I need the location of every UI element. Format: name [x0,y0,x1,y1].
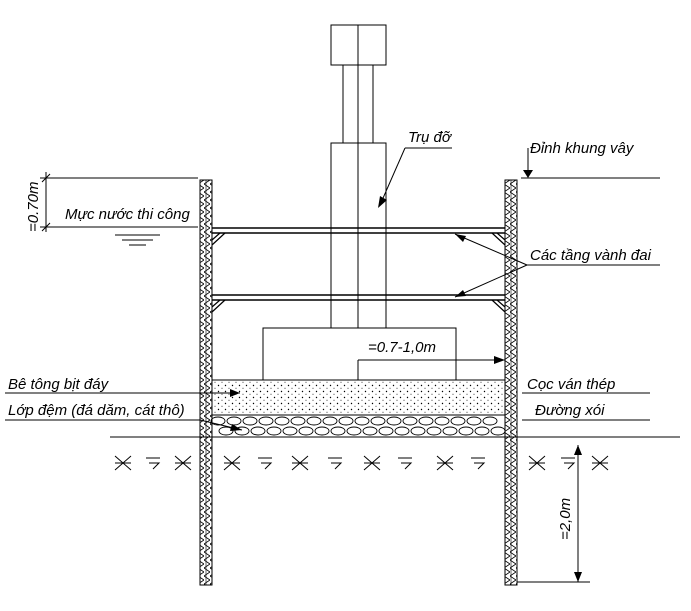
gravel-stone [250,426,266,436]
seal-concrete-layer [211,379,506,416]
soil-mark [223,455,241,471]
label-dim-070: =0.70m [25,182,42,232]
gravel-cushion-layer [210,414,506,438]
gravel-stone [314,426,330,436]
gravel-stone [450,416,466,426]
gravel-stone [306,416,322,426]
support-pier [330,24,387,329]
gravel-stone [266,426,282,436]
dimension-20 [517,445,590,583]
soil-mark [436,455,454,471]
gravel-stone [482,416,498,426]
label-cac-tang-vanh-dai: Các tầng vành đai [530,247,652,264]
waling-tier-lower [211,294,506,313]
label-lop-dem: Lớp đệm (đá dăm, cát thô) [8,402,185,419]
gravel-stone [218,426,234,436]
soil-tick [146,457,161,470]
gravel-stone [282,426,298,436]
right-sheet-pile [504,179,518,586]
cofferdam-top-marker [521,148,660,179]
gravel-stone [338,416,354,426]
soil-mark [363,455,381,471]
soil-tick [328,457,343,470]
waling-tier-upper [211,227,506,246]
left-sheet-pile [199,179,213,586]
soil-tick [561,457,576,470]
gravel-stone [474,426,490,436]
soil-tick [258,457,273,470]
gravel-stone [330,426,346,436]
leader-vanh-dai [454,233,660,298]
gravel-stone [394,426,410,436]
gravel-stone [426,426,442,436]
gravel-stone [378,426,394,436]
gravel-stone [346,426,362,436]
soil-mark [174,455,192,471]
offset-dimension [357,356,505,380]
label-duong-xoi: Đường xói [535,402,605,419]
gravel-stone [210,416,226,426]
soil-mark [291,455,309,471]
gravel-stones [210,416,506,436]
gravel-stone [234,426,250,436]
gravel-stone [434,416,450,426]
water-level-marker [40,226,198,246]
soil-mark [591,455,609,471]
gravel-stone [386,416,402,426]
leader-be-tong [5,389,240,397]
gravel-stone [458,426,474,436]
soil-tick [398,457,413,470]
label-muc-nuoc: Mực nước thi công [65,206,190,223]
label-dim-20: =2,0m [557,498,574,540]
gravel-stone [402,416,418,426]
gravel-stone [442,426,458,436]
label-dinh-khung-vay: Đỉnh khung vây [530,140,635,157]
leader-tru-do [378,147,452,208]
gravel-stone [258,416,274,426]
gravel-stone [354,416,370,426]
soil-tick [471,457,486,470]
label-be-tong: Bê tông bịt đáy [8,376,110,393]
gravel-stone [490,426,506,436]
gravel-stone [226,416,242,426]
soil-mark [528,455,546,471]
soil-hatch-symbols [114,455,609,471]
gravel-stone [370,416,386,426]
gravel-stone [290,416,306,426]
label-tru-do: Trụ đỡ [408,129,453,146]
gravel-stone [242,416,258,426]
gravel-stone [466,416,482,426]
gravel-stone [410,426,426,436]
gravel-stone [362,426,378,436]
gravel-stone [418,416,434,426]
label-offset: =0.7-1,0m [368,339,436,356]
leader-lop-dem [5,419,243,431]
soil-mark [114,455,132,471]
gravel-stone [322,416,338,426]
gravel-stone [298,426,314,436]
dimension-070 [40,172,198,232]
label-coc-van-thep: Cọc ván thép [527,376,615,393]
gravel-stone [274,416,290,426]
